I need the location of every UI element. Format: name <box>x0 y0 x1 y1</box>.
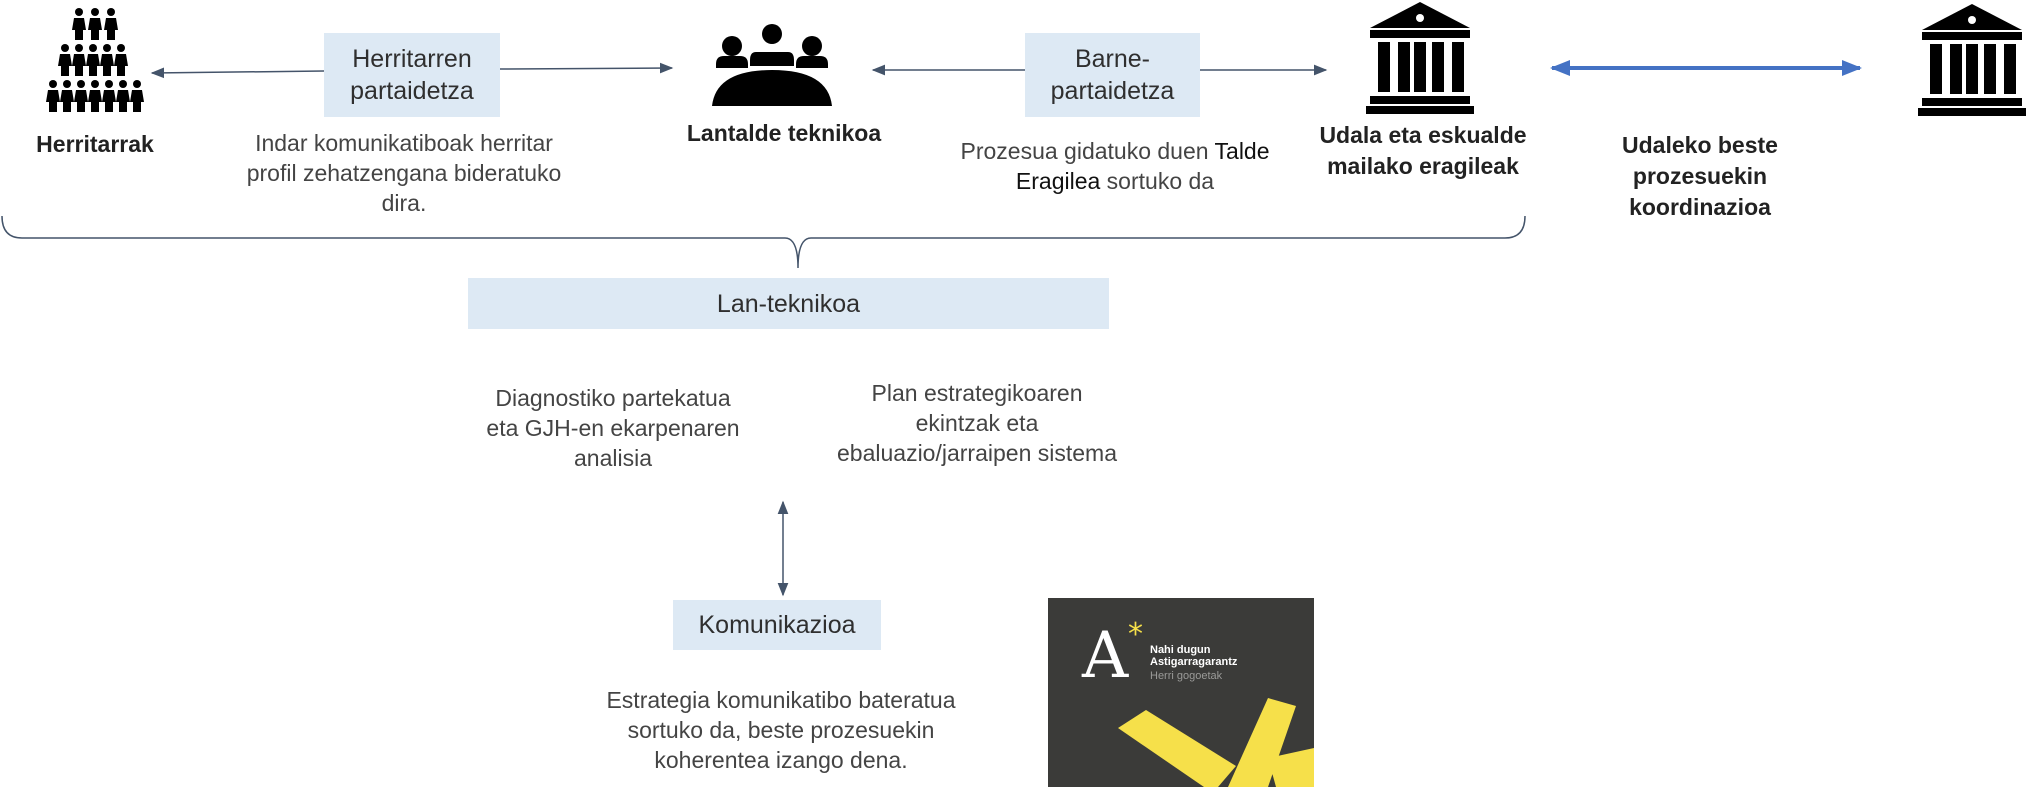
people-crowd-icon <box>46 8 144 112</box>
desc-barne-line1: Prozesua gidatuko duen Talde <box>940 136 1290 166</box>
node-udaleko-line2: prozesuekin <box>1632 163 1768 189</box>
grouping-brace <box>1 215 1526 269</box>
meeting-team-icon <box>712 24 832 106</box>
node-udala: Udala eta eskualde mailako eragileak <box>1298 120 1548 182</box>
node-udaleko-koordinazioa: Udaleko beste prozesuekin koordinazioa <box>1580 130 1820 223</box>
box-lan-teknikoa-label: Lan-teknikoa <box>716 289 861 318</box>
logo-letter: A <box>1082 619 1129 693</box>
town-hall-icon <box>1366 2 1474 114</box>
box-herritarren-partaidetza: Herritarren partaidetza <box>324 33 500 117</box>
desc-herritar: Indar komunikatiboak herritar profil zeh… <box>214 128 594 218</box>
box-lan-teknikoa: Lan-teknikoa <box>468 278 1109 329</box>
logo-text-line1: Nahi dugun <box>1150 644 1211 656</box>
arrow-to-herritarrak <box>150 67 325 79</box>
desc-kom-line2: sortuko da, beste prozesuekin <box>627 717 935 743</box>
node-herritarrak: Herritarrak <box>0 129 190 160</box>
box-barne-line2: partaidetza <box>1050 77 1175 105</box>
logo-text-line2: Astigarragarantz <box>1150 656 1238 668</box>
logo-star-icon: * <box>1128 617 1143 652</box>
desc-plan-line1: Plan estrategikoaren <box>871 380 1083 406</box>
town-hall-icon <box>1918 4 2026 116</box>
box-komunikazioa: Komunikazioa <box>673 600 881 650</box>
node-herritarrak-label: Herritarrak <box>36 131 154 157</box>
desc-diag-line3: analisia <box>574 445 652 471</box>
node-lantalde-label: Lantalde teknikoa <box>686 120 882 146</box>
desc-barne-line2: Eragilea sortuko da <box>940 166 1290 196</box>
box-barne-partaidetza: Barne- partaidetza <box>1025 33 1200 117</box>
box-herritarren-line2: partaidetza <box>350 77 474 105</box>
node-lantalde-teknikoa: Lantalde teknikoa <box>664 118 904 149</box>
box-barne-line1: Barne- <box>1074 45 1151 73</box>
desc-barne: Prozesua gidatuko duen Talde Eragilea so… <box>940 136 1290 196</box>
desc-barne-line2-b: sortuko da <box>1100 168 1215 194</box>
desc-diag-line2: eta GJH-en ekarpenaren <box>486 415 740 441</box>
desc-herritar-line1: Indar komunikatiboak herritar <box>255 130 553 156</box>
desc-barne-line1-a: Prozesua gidatuko duen <box>960 138 1215 164</box>
desc-plan-line3: ebaluazio/jarraipen sistema <box>837 440 1117 466</box>
node-udaleko-line1: Udaleko beste <box>1622 132 1778 158</box>
logo-text-line3: Herri gogoetak <box>1150 670 1223 682</box>
desc-herritar-line2: profil zehatzengana bideratuko <box>246 160 562 186</box>
desc-komunikazioa: Estrategia komunikatibo bateratua sortuk… <box>586 685 976 775</box>
desc-plan: Plan estrategikoaren ekintzak eta ebalua… <box>820 378 1134 468</box>
box-komunikazioa-label: Komunikazioa <box>698 611 856 639</box>
box-herritarren-line1: Herritarren <box>352 45 472 73</box>
node-udaleko-line3: koordinazioa <box>1629 194 1771 220</box>
logo-yellow-mark <box>1118 698 1314 787</box>
desc-kom-line1: Estrategia komunikatibo bateratua <box>606 687 956 713</box>
desc-kom-line3: koherentea izango dena. <box>654 747 908 773</box>
desc-diagnostiko: Diagnostiko partekatua eta GJH-en ekarpe… <box>458 383 768 473</box>
desc-barne-line2-a: Eragilea <box>1015 168 1101 194</box>
project-logo: A * Nahi dugun Astigarragarantz Herri go… <box>1048 598 1314 787</box>
desc-plan-line2: ekintzak eta <box>915 410 1039 436</box>
desc-diag-line1: Diagnostiko partekatua <box>495 385 731 411</box>
desc-herritar-line3: dira. <box>381 190 427 216</box>
node-udala-line2: mailako eragileak <box>1327 153 1519 179</box>
node-udala-line1: Udala eta eskualde <box>1319 122 1527 148</box>
arrow-to-lantalde <box>499 62 674 74</box>
desc-barne-line1-b: Talde <box>1214 138 1270 164</box>
